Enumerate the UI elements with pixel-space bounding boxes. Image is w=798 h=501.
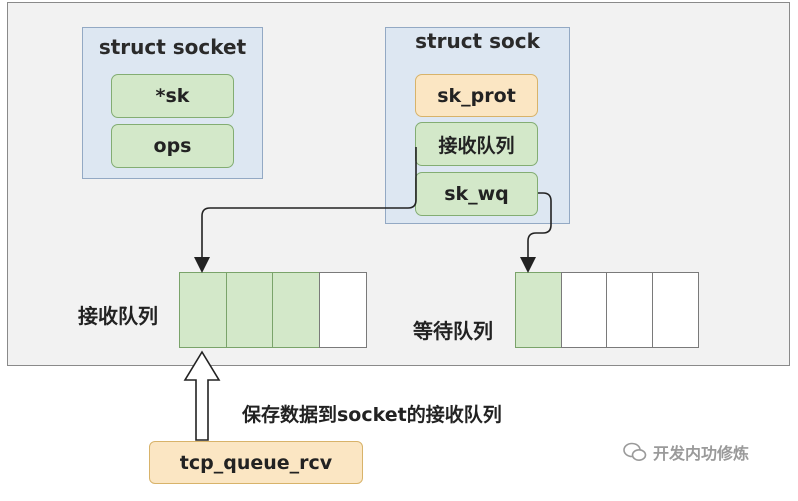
socket-field-ops: ops <box>111 124 234 168</box>
receive-queue-cell <box>179 272 227 348</box>
receive-queue-cell <box>318 272 367 348</box>
wait-queue-cell <box>606 272 653 348</box>
sock-field-sk-wq: sk_wq <box>415 172 538 216</box>
receive-queue-label: 接收队列 <box>78 304 158 328</box>
wait-queue-cell <box>651 272 699 348</box>
sock-field-receive-queue: 接收队列 <box>415 122 538 166</box>
save-data-note: 保存数据到socket的接收队列 <box>242 404 502 426</box>
wait-queue <box>515 272 699 348</box>
wait-queue-cell <box>515 272 562 348</box>
watermark-text: 开发内功修炼 <box>653 444 750 463</box>
receive-queue <box>179 272 367 348</box>
tcp-queue-rcv-box: tcp_queue_rcv <box>149 441 363 484</box>
struct-socket-title: struct socket <box>98 35 247 59</box>
wechat-icon <box>623 442 647 461</box>
wait-queue-label: 等待队列 <box>413 319 493 343</box>
struct-sock-title: struct sock <box>415 29 540 53</box>
socket-field-sk: *sk <box>111 74 234 118</box>
watermark: 开发内功修炼 <box>623 440 749 464</box>
receive-queue-cell <box>225 272 274 348</box>
receive-queue-cell <box>272 272 320 348</box>
sock-field-sk-prot: sk_prot <box>415 74 538 117</box>
wait-queue-cell <box>560 272 608 348</box>
